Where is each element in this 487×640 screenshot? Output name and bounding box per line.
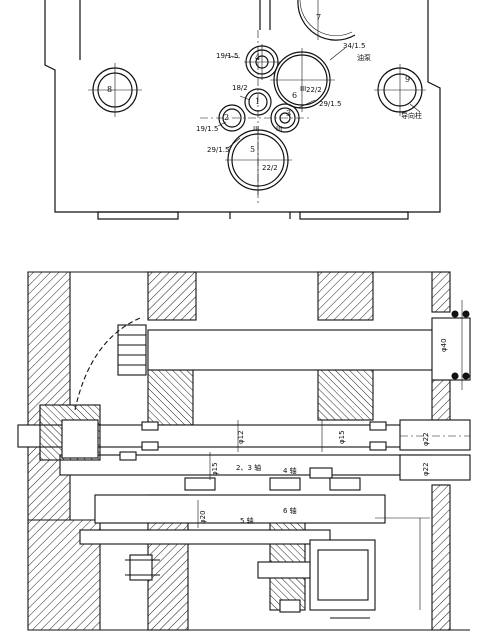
top-block-left <box>147 271 197 321</box>
gear-label-6: 6 <box>292 91 297 100</box>
shaft-2-3-right <box>399 419 471 451</box>
motor-screw <box>257 561 311 579</box>
gear-6 <box>270 48 335 112</box>
label-phi12: φ12 <box>237 430 245 444</box>
bearings <box>119 421 387 613</box>
top-view <box>44 0 441 220</box>
right-wall-mid <box>431 379 451 421</box>
annotation-22-2-mid: 22/2 <box>306 86 322 94</box>
mid-plate-right <box>317 369 374 421</box>
gear-9 <box>374 64 426 116</box>
top-view-labels: 7 4 6 1 2 3 5 8 9 19/1.5 18/2 19/1.5 29/… <box>107 13 422 172</box>
gear-label-5: 5 <box>250 145 255 154</box>
bolt-left-bottom <box>129 554 153 581</box>
gear-label-7: 7 <box>316 13 321 22</box>
housing-foot-left <box>97 211 179 220</box>
gear-label-4: 4 <box>255 53 260 62</box>
gear-label-1: 1 <box>255 97 260 106</box>
top-block-mid <box>317 271 374 321</box>
upper-shaft-end <box>431 317 471 381</box>
annotation-III-c: III <box>276 125 282 133</box>
gear-8 <box>88 63 142 117</box>
annotation-guide-post: 导向柱 <box>401 111 422 120</box>
annotation-22-2-low: 22/2 <box>262 164 278 172</box>
right-wall-low <box>431 484 451 631</box>
annotation-18-2: 18/2 <box>232 84 248 92</box>
housing-foot-right <box>299 211 409 220</box>
shaft-5 <box>79 529 331 545</box>
label-shaft-2-3: 2、3 轴 <box>236 463 261 472</box>
gear-label-9: 9 <box>405 75 410 84</box>
label-phi20: φ20 <box>199 510 207 524</box>
coupling <box>117 324 147 376</box>
label-phi15-b: φ15 <box>211 462 219 476</box>
shaft-4-right <box>399 454 471 481</box>
annotation-29-1.5-left: 29/1.5 <box>207 146 229 154</box>
gear-label-3: 3 <box>286 109 291 118</box>
annotation-19-1.5-top: 19/1.5 <box>216 52 238 60</box>
housing-outline <box>44 0 441 213</box>
annotation-III-b: III <box>253 125 259 133</box>
left-boss-inner <box>61 419 99 459</box>
left-wall <box>27 271 71 521</box>
label-phi40: φ40 <box>440 338 448 352</box>
label-phi22-b: φ22 <box>422 462 430 476</box>
left-wall-lower <box>27 519 101 631</box>
annotation-29-1.5-right: 29/1.5 <box>319 100 341 108</box>
upper-shaft <box>147 329 434 371</box>
annotation-19-1.5-left: 19/1.5 <box>196 125 218 133</box>
annotation-34-1.5: 34/1.5 <box>343 42 365 50</box>
label-shaft-5: 5 轴 <box>240 516 254 525</box>
label-phi22-a: φ22 <box>422 432 430 446</box>
section-view-labels: φ40 φ12 φ15 φ22 φ15 2、3 轴 4 轴 φ22 φ20 6 … <box>199 338 448 525</box>
label-shaft-4: 4 轴 <box>283 466 297 475</box>
label-shaft-6: 6 轴 <box>283 506 297 515</box>
motor-inner <box>317 549 369 601</box>
shaft-6 <box>94 494 386 524</box>
gear-label-8: 8 <box>107 85 112 94</box>
label-phi15-a: φ15 <box>338 430 346 444</box>
mid-plate-left <box>147 369 194 426</box>
gear-7 <box>297 0 356 41</box>
gear-4 <box>244 44 280 80</box>
section-view <box>17 271 471 631</box>
gear-label-2: 2 <box>224 113 229 122</box>
gear-5 <box>225 128 292 195</box>
arc-dashed <box>74 317 141 411</box>
right-wall-top <box>431 271 451 313</box>
annotation-oil-pump: 油泵 <box>357 53 371 62</box>
annotation-III-a: III <box>300 85 306 93</box>
